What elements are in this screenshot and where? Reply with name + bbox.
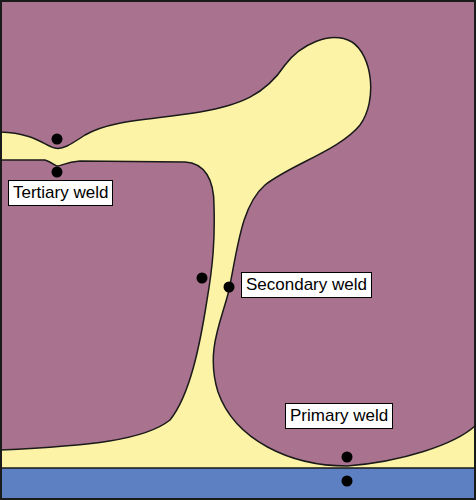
weld-dot xyxy=(342,452,353,463)
particle-upper xyxy=(0,0,476,466)
weld-dot xyxy=(197,273,208,284)
weld-label: Primary weld xyxy=(285,403,393,429)
particle-left xyxy=(0,160,214,450)
neck-region xyxy=(0,0,476,468)
substrate xyxy=(0,468,476,500)
weld-dot xyxy=(52,167,63,178)
weld-dot xyxy=(342,476,353,487)
weld-label: Secondary weld xyxy=(241,272,372,298)
weld-dot xyxy=(52,134,63,145)
weld-dot xyxy=(224,282,235,293)
weld-label: Tertiary weld xyxy=(8,180,113,206)
